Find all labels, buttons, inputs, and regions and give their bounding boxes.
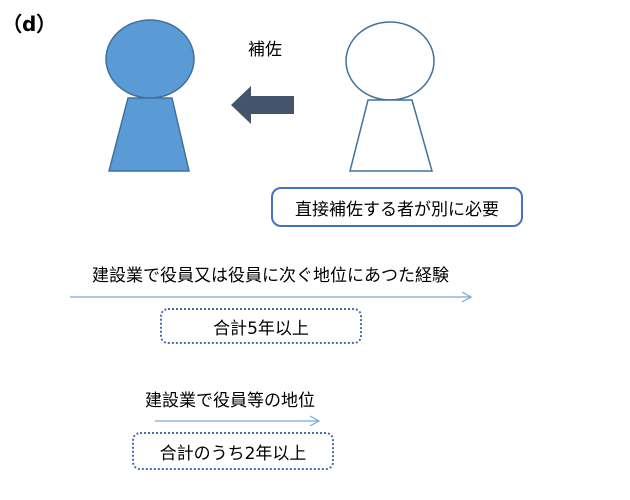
timeline-2-total-text: 合計のうち2年以上 bbox=[159, 443, 307, 464]
assistant-note-box: 直接補佐する者が別に必要 bbox=[271, 187, 523, 227]
figure-label: （d） bbox=[2, 12, 57, 36]
timeline-arrow-2 bbox=[155, 415, 321, 427]
assistant-note-text: 直接補佐する者が別に必要 bbox=[295, 199, 499, 220]
timeline-2-label: 建設業で役員等の地位 bbox=[145, 391, 315, 411]
timeline-1-total-box: 合計5年以上 bbox=[160, 308, 362, 344]
arrow-label: 補佐 bbox=[248, 40, 282, 60]
timeline-1-label: 建設業で役員又は役員に次ぐ地位にあつた経験 bbox=[92, 266, 449, 286]
timeline-arrow-1 bbox=[70, 291, 473, 303]
outline-person-icon bbox=[345, 21, 435, 172]
assist-arrow-icon bbox=[231, 86, 294, 124]
filled-person-icon bbox=[105, 19, 195, 172]
timeline-2-total-box: 合計のうち2年以上 bbox=[132, 432, 334, 470]
timeline-1-total-text: 合計5年以上 bbox=[213, 318, 309, 339]
